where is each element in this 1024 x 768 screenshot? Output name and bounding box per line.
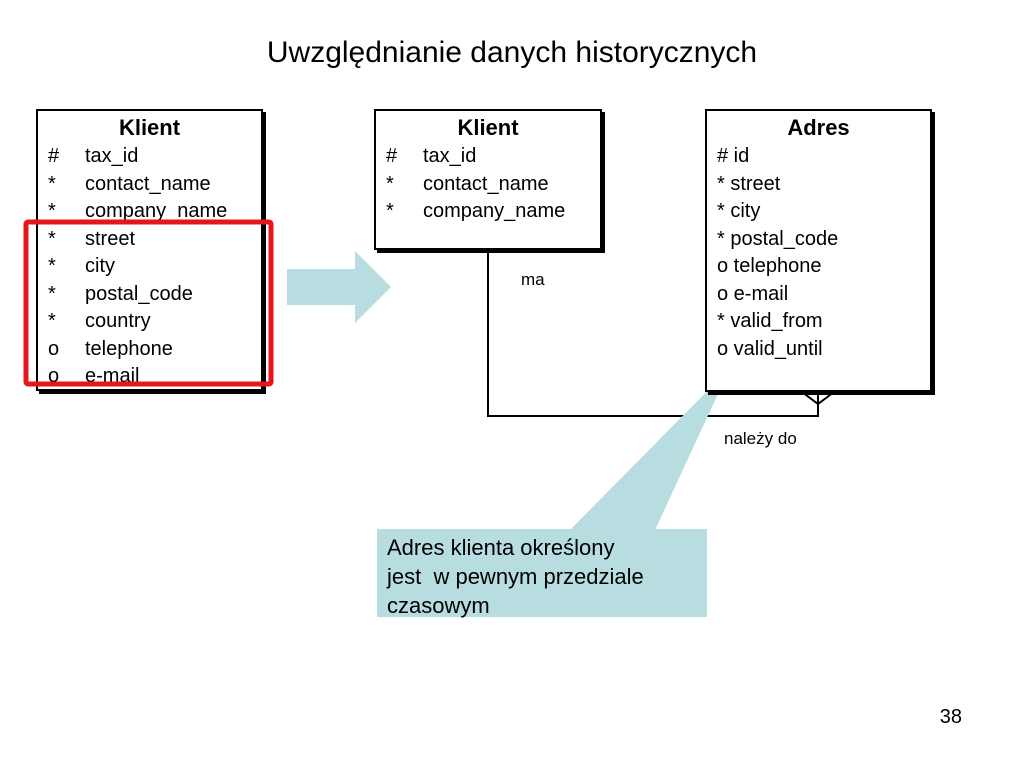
callout-pointer	[570, 368, 730, 530]
callout-line: Adres klienta określony	[387, 535, 615, 560]
relationship-label-nalezy-do: należy do	[724, 429, 797, 448]
slide-title: Uwzględnianie danych historycznych	[266, 36, 758, 69]
attribute-symbol: o	[48, 365, 60, 387]
attribute-name: contact_name	[423, 172, 549, 195]
callout-line: czasowym	[387, 593, 490, 618]
attribute-row: o e-mail	[717, 282, 789, 305]
transform-arrow	[287, 251, 391, 323]
attribute-row: * postal_code	[48, 281, 261, 309]
page-number: 38	[939, 706, 962, 728]
attribute-symbol: o	[48, 337, 60, 360]
attribute-row: * city	[48, 253, 261, 281]
attribute-name: contact_name	[85, 172, 211, 195]
attribute-symbol: *	[48, 255, 56, 277]
attribute-row: * street	[48, 226, 261, 254]
entity-name: Klient	[118, 115, 181, 140]
crows-foot	[801, 391, 835, 406]
callout-note: Adres klienta określony jest w pewnym pr…	[377, 529, 707, 618]
attribute-row: * street	[717, 172, 781, 195]
attribute-symbol: *	[48, 227, 56, 250]
attribute-row: o telephone	[48, 336, 261, 364]
attribute-row: # tax_id	[386, 143, 600, 171]
attribute-row: * city	[717, 200, 761, 222]
attribute-name: city	[85, 255, 115, 277]
entity-name: Adres	[787, 115, 850, 140]
attribute-row: * country	[48, 308, 261, 336]
attribute-name: postal_code	[85, 282, 193, 305]
attribute-symbol: *	[48, 310, 56, 332]
attribute-symbol: *	[48, 200, 56, 222]
attribute-name: street	[85, 227, 136, 250]
attribute-name: tax_id	[85, 145, 139, 167]
attribute-row: * company_name	[48, 198, 261, 226]
klient-entity-before: Klient # tax_id * contact_name * company_na…	[36, 109, 263, 391]
attribute-name: country	[85, 310, 151, 332]
attribute-row: # tax_id	[48, 143, 261, 171]
attribute-name: company_name	[423, 200, 566, 222]
attribute-row: * contact_name	[48, 171, 261, 199]
attribute-symbol: #	[386, 145, 398, 167]
attribute-name: company_name	[85, 200, 228, 222]
relationship-label-ma: ma	[521, 270, 545, 289]
attribute-symbol: *	[386, 200, 394, 222]
address-highlight-box	[23, 219, 274, 387]
attribute-row: o valid_until	[717, 337, 823, 360]
attribute-symbol: *	[386, 172, 394, 195]
attribute-row: * postal_code	[717, 227, 839, 250]
attribute-symbol: *	[48, 172, 56, 195]
klient-entity-after: Klient # tax_id * contact_name * company_na…	[374, 109, 602, 250]
attribute-symbol: *	[48, 282, 56, 305]
adres-entity: Adres # id * street * city * postal_code…	[705, 109, 932, 392]
callout-line: jest w pewnym przedziale	[387, 564, 644, 589]
attribute-row: o telephone	[717, 255, 822, 277]
attribute-row: * company_name	[386, 198, 600, 226]
entity-name: Klient	[457, 115, 519, 140]
attribute-name: telephone	[85, 337, 173, 360]
attribute-symbol: #	[48, 145, 60, 167]
attribute-row: * valid_from	[717, 310, 823, 332]
attribute-name: tax_id	[423, 145, 477, 167]
attribute-row: # id	[717, 145, 750, 167]
attribute-row: * contact_name	[386, 171, 600, 199]
